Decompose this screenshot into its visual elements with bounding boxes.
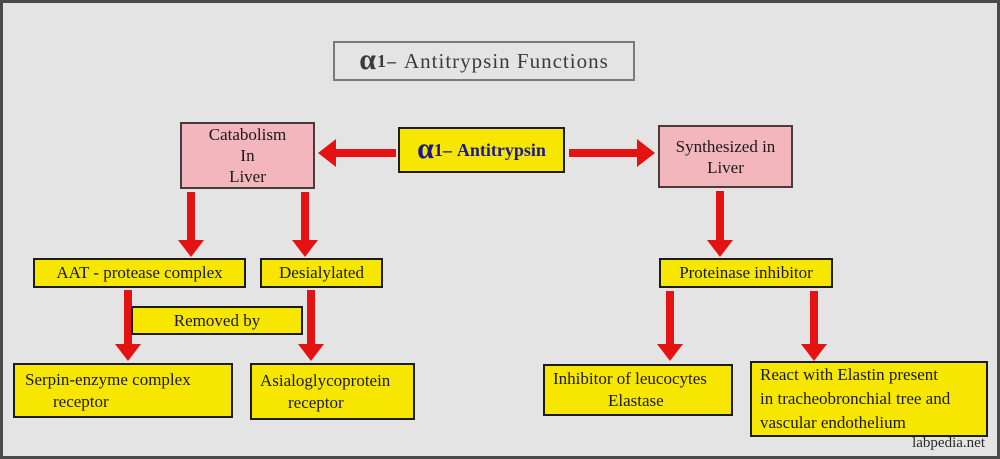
- arrow-catabolism-to-desialylated: [292, 192, 318, 257]
- node-line: Synthesized in: [675, 136, 776, 156]
- arrow-head: [292, 240, 318, 257]
- node-serpin-enzyme-complex-receptor: Serpin-enzyme complex receptor: [13, 363, 233, 418]
- node-label: Proteinase inhibitor: [679, 263, 813, 282]
- arrow-catabolism-to-aat: [178, 192, 204, 257]
- arrow-shaft: [301, 192, 309, 240]
- title-text: Antitrypsin Functions: [403, 48, 609, 73]
- arrow-shaft: [666, 291, 674, 344]
- arrow-head: [657, 344, 683, 361]
- arrow-head: [801, 344, 827, 361]
- arrow-center-to-catabolism: [318, 139, 396, 167]
- center-text: Antitrypsin: [456, 139, 546, 160]
- watermark-labpedia: labpedia.net: [912, 435, 985, 451]
- center-subscript: 1–: [433, 139, 452, 160]
- arrow-head: [318, 139, 336, 167]
- arrow-shaft: [569, 149, 640, 157]
- node-react-with-elastin: React with Elastin present in tracheobro…: [750, 361, 988, 437]
- arrow-head: [637, 139, 655, 167]
- arrow-shaft: [187, 192, 195, 240]
- arrow-shaft: [124, 290, 132, 344]
- node-line: Liver: [707, 157, 744, 177]
- node-line: Inhibitor of leucocytes: [553, 369, 707, 388]
- arrow-synthesized-to-proteinase: [707, 191, 733, 257]
- arrow-head: [707, 240, 733, 257]
- node-desialylated: Desialylated: [260, 258, 383, 288]
- title-subscript: 1–: [376, 50, 397, 71]
- node-catabolism-in-liver: Catabolism In Liver: [180, 122, 315, 189]
- alpha-symbol: α: [359, 43, 377, 76]
- node-line: vascular endothelium: [760, 413, 906, 432]
- node-line: receptor: [53, 391, 109, 411]
- arrow-head: [298, 344, 324, 361]
- arrow-center-to-synthesized: [569, 139, 655, 167]
- node-label: Removed by: [173, 310, 261, 330]
- arrow-desialylated-to-asialo-receptor: [298, 290, 324, 361]
- node-aat-protease-complex: AAT - protease complex: [33, 258, 246, 288]
- arrow-proteinase-to-leucocyte-elastase: [657, 291, 683, 361]
- arrow-head: [115, 344, 141, 361]
- node-line: in tracheobronchial tree and: [760, 389, 951, 408]
- arrow-shaft: [810, 291, 818, 344]
- node-line: React with Elastin present: [760, 365, 938, 384]
- node-synthesized-in-liver: Synthesized in Liver: [658, 125, 793, 188]
- node-label: AAT - protease complex: [56, 263, 223, 282]
- arrow-shaft: [333, 149, 396, 157]
- node-line: Serpin-enzyme complex: [25, 369, 191, 389]
- arrow-aat-to-serpin-receptor: [115, 290, 141, 361]
- alpha-symbol: α: [417, 132, 434, 165]
- node-asialoglycoprotein-receptor: Asialoglycoprotein receptor: [250, 363, 415, 420]
- node-inhibitor-of-leucocytes-elastase: Inhibitor of leucocytes Elastase: [543, 364, 733, 416]
- node-line: Elastase: [608, 391, 664, 410]
- arrow-shaft: [307, 290, 315, 344]
- node-line: In: [240, 146, 255, 165]
- arrow-head: [178, 240, 204, 257]
- arrow-shaft: [716, 191, 724, 240]
- node-removed-by: Removed by: [131, 306, 303, 335]
- node-line: receptor: [288, 392, 344, 412]
- node-line: Catabolism: [208, 125, 287, 144]
- node-proteinase-inhibitor: Proteinase inhibitor: [659, 258, 833, 288]
- node-line: Asialoglycoprotein: [260, 370, 391, 390]
- node-label: Desialylated: [279, 263, 364, 282]
- arrow-proteinase-to-elastin-react: [801, 291, 827, 361]
- node-line: Liver: [229, 167, 266, 186]
